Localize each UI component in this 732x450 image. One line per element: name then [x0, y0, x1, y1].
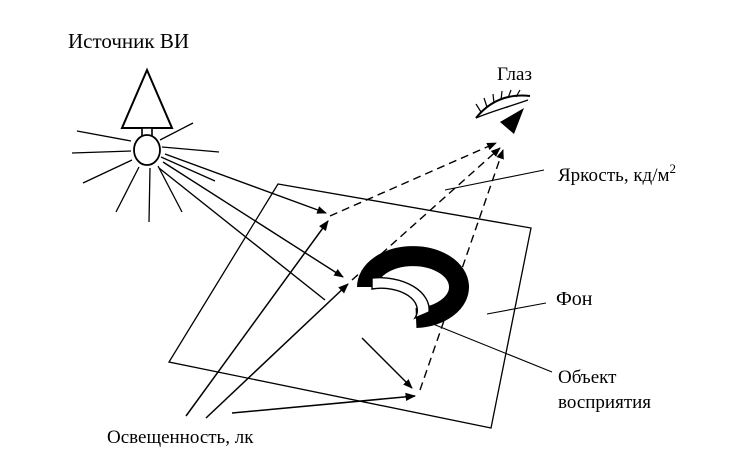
illuminance-label: Освещенность, лк — [107, 427, 254, 448]
leader-lines — [427, 169, 553, 373]
eye-icon — [475, 89, 531, 134]
light-bulb-icon — [71, 67, 220, 223]
object-ring — [357, 246, 469, 328]
luminance-label: Яркость, кд/м2 — [558, 161, 676, 186]
luminance-superscript: 2 — [670, 161, 677, 176]
source-label: Источник ВИ — [68, 29, 189, 53]
illumination-rays — [158, 153, 413, 389]
background-label: Фон — [556, 288, 593, 310]
luminance-rays — [329, 142, 504, 391]
object-label-line1: Объект — [558, 367, 617, 388]
illuminance-arrows — [185, 220, 417, 419]
eye-label: Глаз — [497, 64, 532, 85]
object-label-line2: восприятия — [558, 392, 651, 413]
background-plane — [167, 183, 532, 429]
